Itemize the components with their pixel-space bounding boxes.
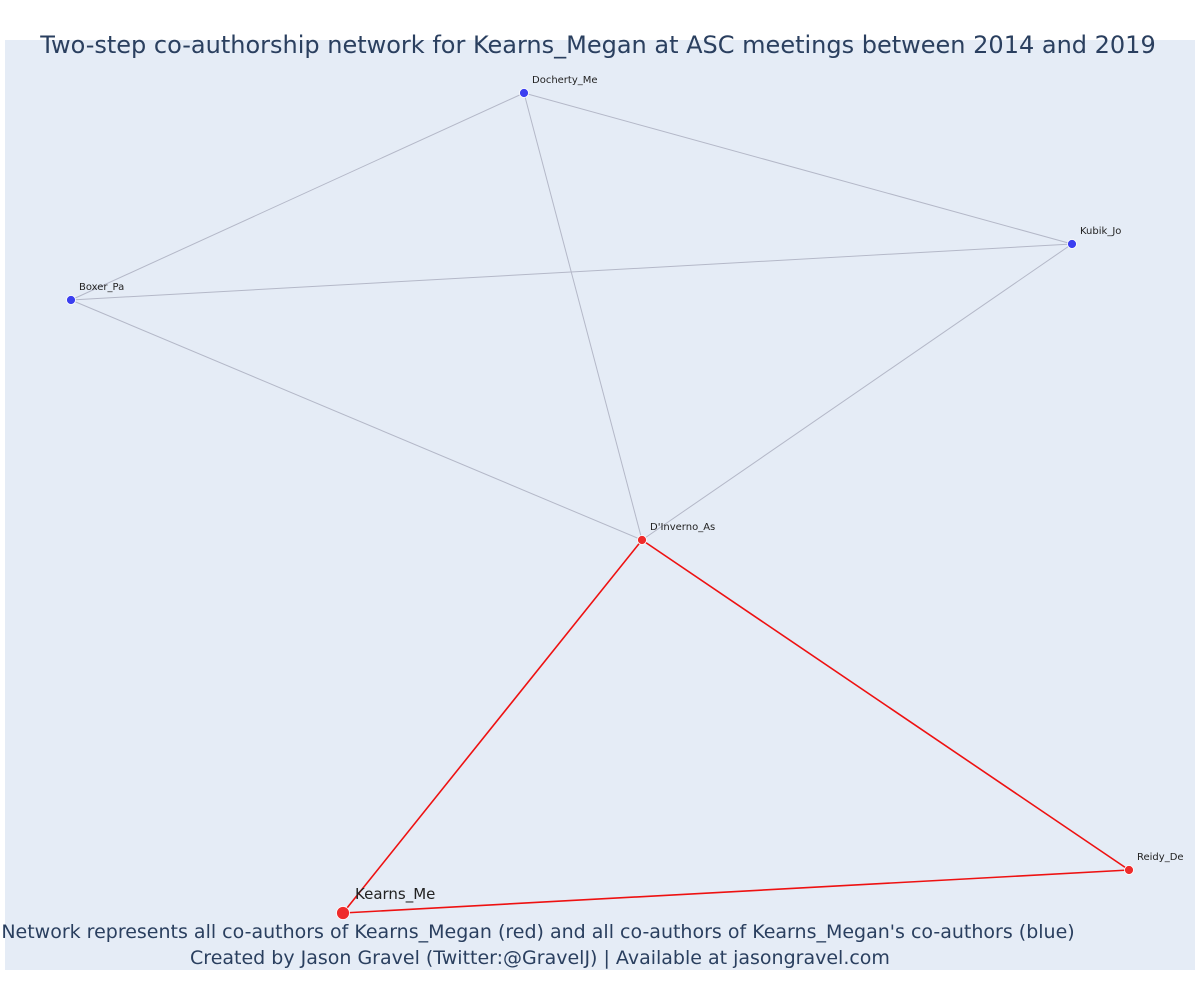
edge-6: [70, 243, 1073, 301]
edge-7: [70, 299, 643, 541]
edge-0: [342, 539, 643, 914]
node-d-inverno-as[interactable]: [637, 535, 647, 545]
node-label-boxer-pa: Boxer_Pa: [79, 282, 124, 293]
node-kearns-me[interactable]: [336, 906, 350, 920]
caption-line-2: Created by Jason Gravel (Twitter:@Gravel…: [190, 947, 890, 969]
edge-8: [641, 243, 1073, 541]
node-reidy-de[interactable]: [1124, 865, 1134, 875]
chart-title: Two-step co-authorship network for Kearn…: [39, 31, 1155, 59]
edge-5: [523, 92, 643, 541]
node-kubik-jo[interactable]: [1067, 239, 1077, 249]
node-label-docherty-me: Docherty_Me: [532, 75, 598, 86]
edge-3: [70, 92, 525, 301]
edges-layer: [70, 92, 1130, 914]
node-label-kubik-jo: Kubik_Jo: [1080, 226, 1121, 237]
plot-background: [5, 40, 1195, 970]
node-label-kearns-me: Kearns_Me: [355, 885, 435, 904]
node-boxer-pa[interactable]: [66, 295, 76, 305]
node-docherty-me[interactable]: [519, 88, 529, 98]
edge-1: [342, 869, 1130, 914]
edge-4: [523, 92, 1073, 245]
node-label-reidy-de: Reidy_De: [1137, 852, 1184, 863]
caption-line-1: Network represents all co-authors of Kea…: [1, 921, 1074, 943]
edge-2: [641, 539, 1130, 871]
node-label-d-inverno-as: D'Inverno_As: [650, 522, 715, 533]
